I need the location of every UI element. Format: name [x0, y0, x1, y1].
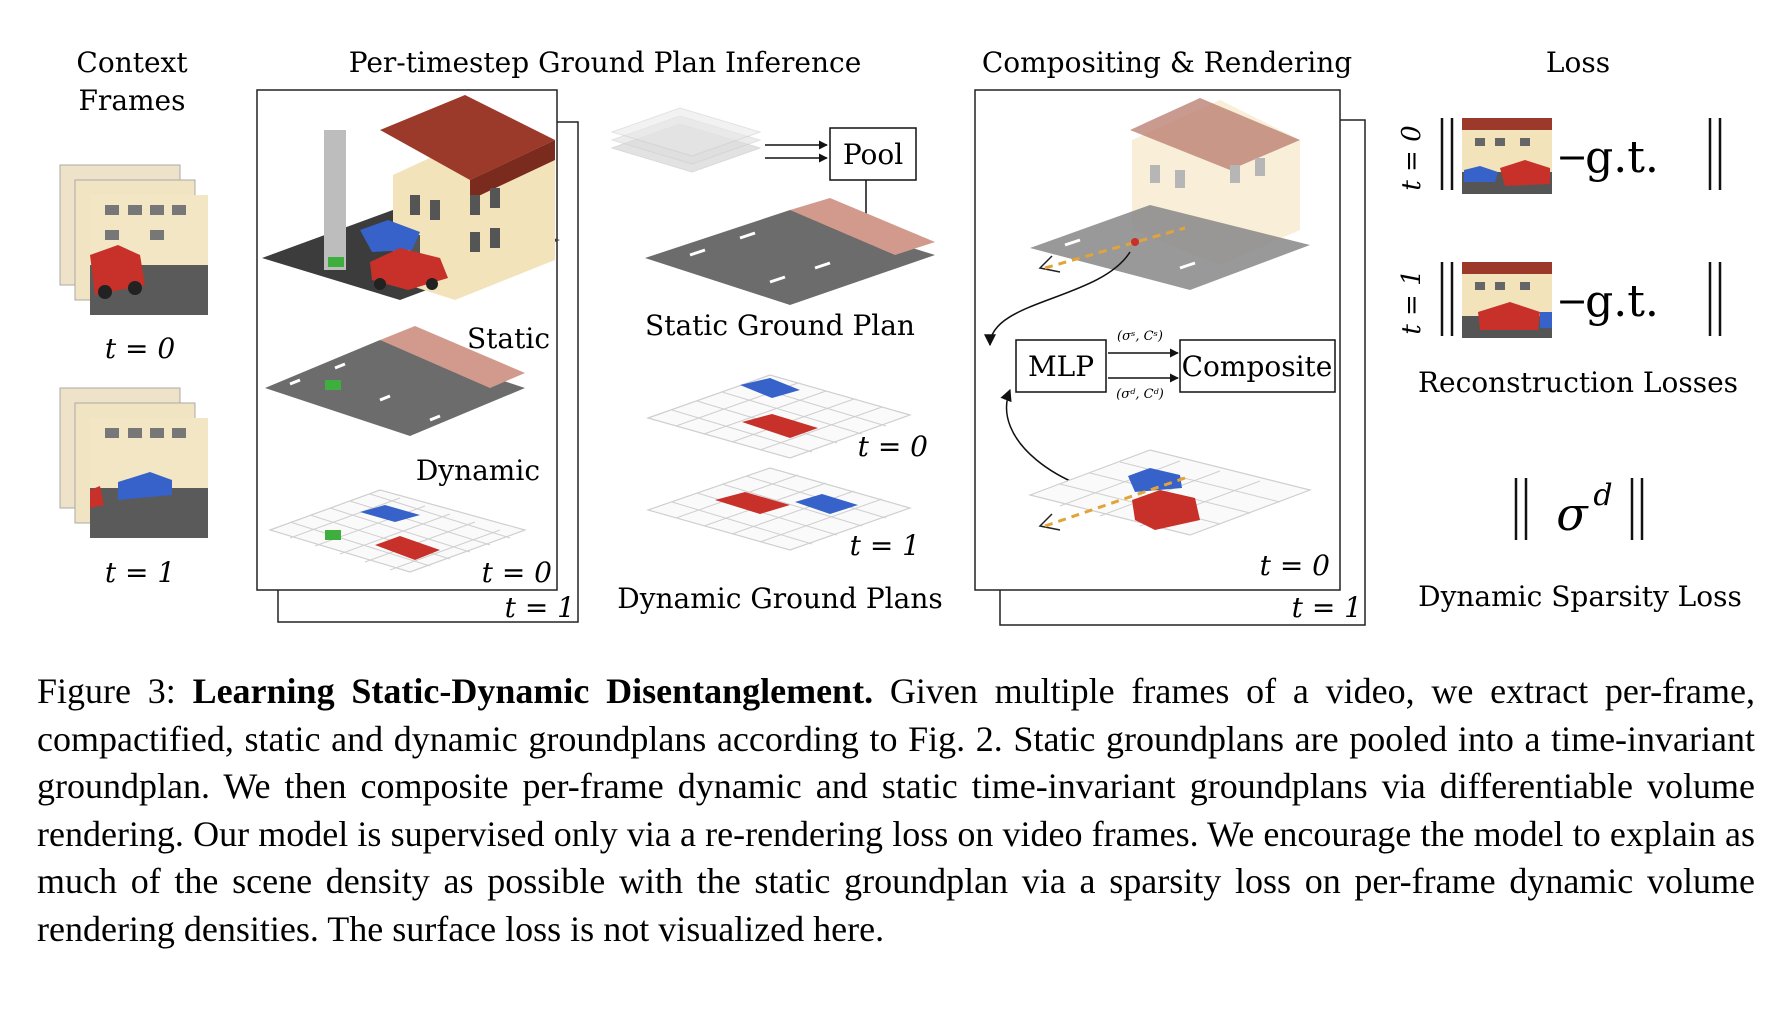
dynamic-plan-t1-label: t = 1 — [850, 529, 920, 562]
caption-label: Figure 3: — [37, 671, 176, 711]
context-t0-label: t = 0 — [105, 332, 175, 365]
loss-header: Loss — [1546, 46, 1610, 79]
context-t1-label: t = 1 — [105, 556, 175, 589]
dynamic-plan-t0-label: t = 0 — [858, 430, 928, 463]
loss-t0-gt: g.t. — [1585, 132, 1659, 183]
stacked-static-planes — [612, 108, 760, 172]
loss-t0-label: t = 0 — [1397, 125, 1427, 190]
loss-t1-label: t = 1 — [1397, 269, 1427, 334]
render-t1-label: t = 1 — [1292, 591, 1362, 624]
loss-t0-minus: − — [1556, 135, 1588, 179]
figure-diagram: Context Frames t = 0 t = 1 Per-timestep … — [0, 0, 1780, 650]
render-t0-label: t = 0 — [1260, 549, 1330, 582]
sigma-s-label: (σˢ, Cˢ) — [1117, 329, 1163, 344]
context-header-line1: Context — [76, 46, 188, 79]
context-frame-stack-t1 — [60, 388, 208, 538]
compositing-header: Compositing & Rendering — [982, 46, 1352, 79]
sigma-d-label: (σᵈ, Cᵈ) — [1116, 387, 1164, 402]
composite-label: Composite — [1182, 350, 1333, 383]
static-ground-plan-label: Static Ground Plan — [645, 309, 915, 342]
loss-t1-gt: g.t. — [1585, 276, 1659, 327]
caption-text: Given multiple frames of a video, we ext… — [37, 671, 1755, 949]
static-label: Static — [467, 322, 550, 355]
loss-frame-t0 — [1462, 118, 1552, 194]
pool-label: Pool — [843, 138, 903, 171]
context-header-line2: Frames — [79, 84, 186, 117]
mlp-label: MLP — [1028, 350, 1094, 383]
dynamic-sparsity-loss-label: Dynamic Sparsity Loss — [1418, 580, 1742, 613]
context-frame-stack-t0 — [60, 165, 208, 315]
dynamic-ground-plans-label: Dynamic Ground Plans — [617, 582, 942, 615]
dynamic-label: Dynamic — [416, 454, 540, 487]
static-ground-plan — [645, 198, 935, 305]
loss-t1-minus: − — [1556, 279, 1588, 323]
caption-title: Learning Static-Dynamic Disentanglement. — [193, 671, 874, 711]
panel-t0-label: t = 0 — [482, 556, 552, 589]
sparsity-sigma: σ — [1556, 487, 1589, 541]
panel-t1-label: t = 1 — [505, 591, 575, 624]
sparsity-sigma-sup: d — [1593, 478, 1612, 513]
figure-caption: Figure 3: Learning Static-Dynamic Disent… — [37, 668, 1755, 953]
reconstruction-losses-label: Reconstruction Losses — [1418, 366, 1738, 399]
ground-plan-header: Per-timestep Ground Plan Inference — [349, 46, 862, 79]
loss-frame-t1 — [1462, 262, 1552, 338]
